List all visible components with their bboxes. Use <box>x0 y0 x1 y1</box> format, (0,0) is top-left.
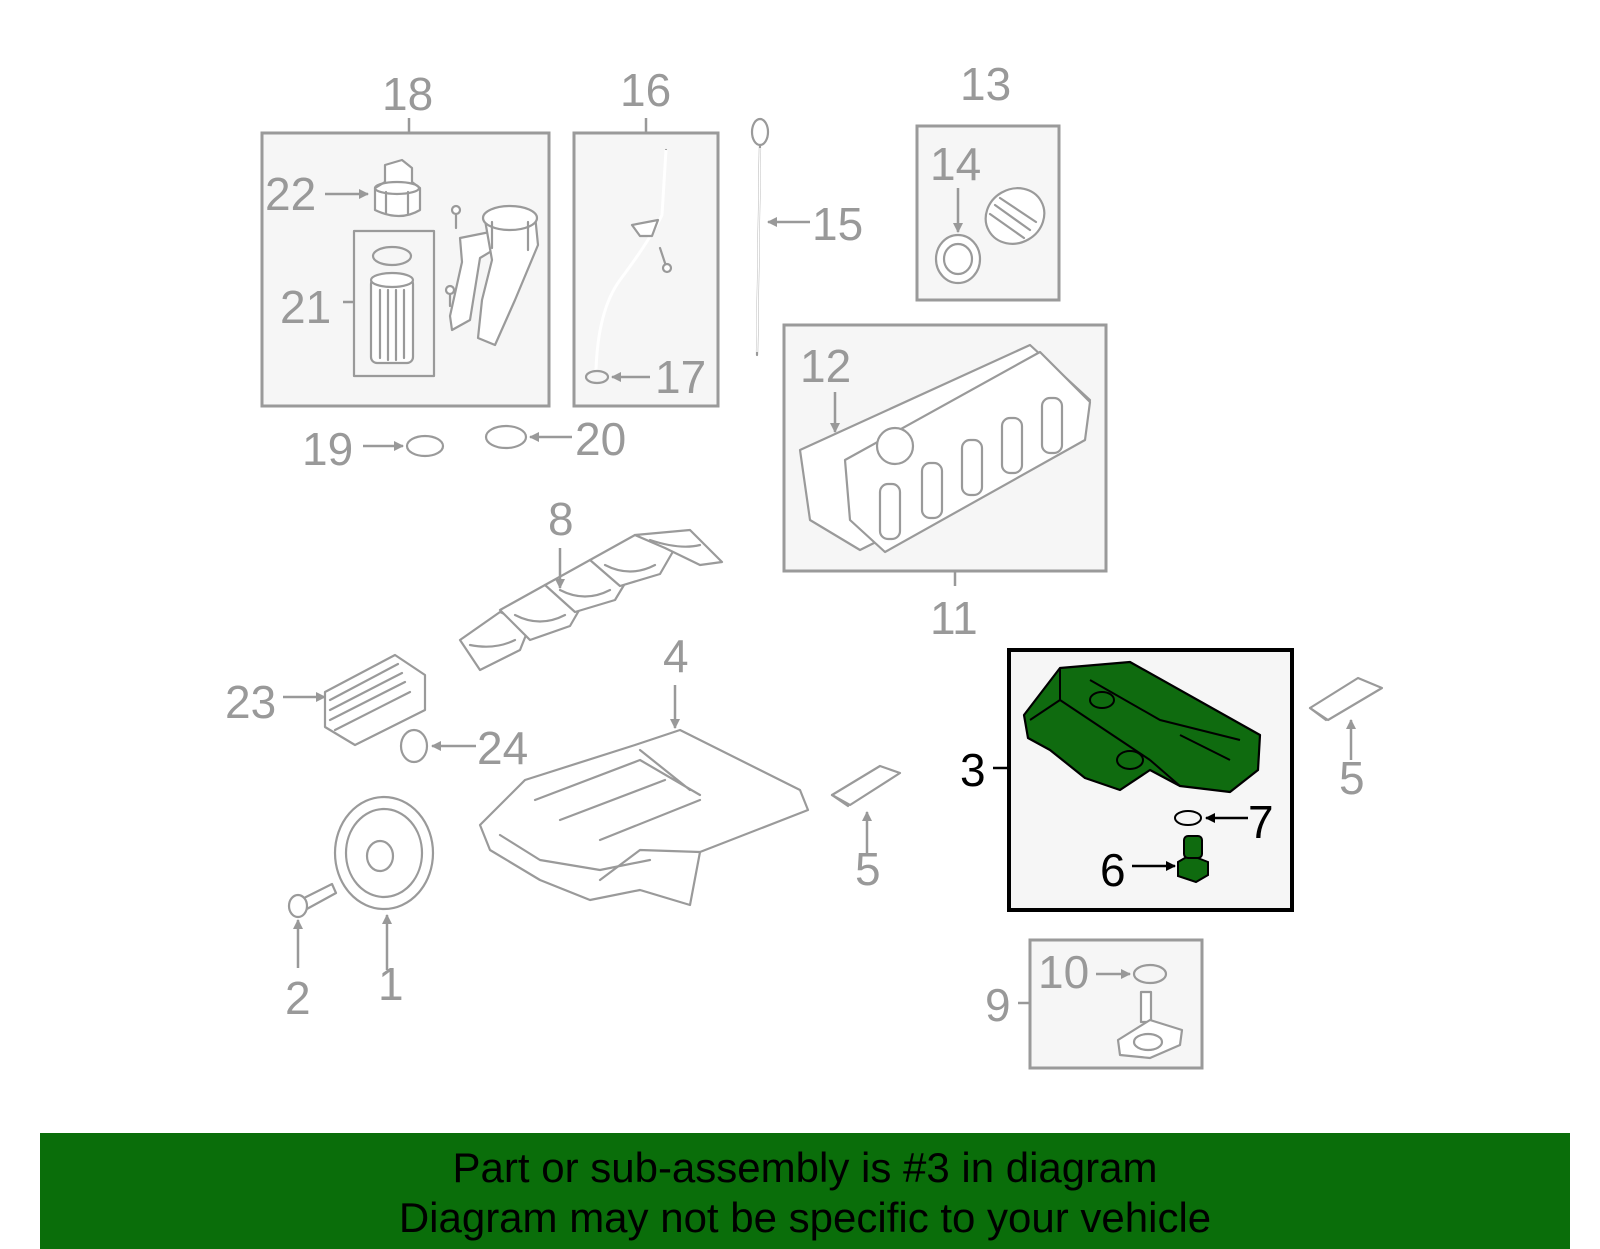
drain-plug-part[interactable] <box>1177 835 1209 884</box>
callout-7[interactable]: 7 <box>1248 796 1274 848</box>
filler-cap-part[interactable] <box>976 178 1055 255</box>
sealant-tube-part-right[interactable] <box>1308 676 1384 722</box>
callout-1[interactable]: 1 <box>378 958 404 1010</box>
callout-20[interactable]: 20 <box>575 413 626 465</box>
filter-cap-part[interactable] <box>373 158 422 218</box>
seal-ring-20-part[interactable] <box>484 424 528 450</box>
sealant-tube-part-left[interactable] <box>830 764 902 808</box>
crank-pulley-part[interactable] <box>333 795 435 911</box>
callout-13[interactable]: 13 <box>960 58 1011 110</box>
callout-5a[interactable]: 5 <box>855 843 881 895</box>
callout-10[interactable]: 10 <box>1038 946 1089 998</box>
callout-23[interactable]: 23 <box>225 676 276 728</box>
callout-9[interactable]: 9 <box>985 979 1011 1031</box>
callout-4[interactable]: 4 <box>663 630 689 682</box>
oil-cooler-part[interactable] <box>323 653 427 747</box>
callout-21[interactable]: 21 <box>280 281 331 333</box>
callout-17[interactable]: 17 <box>655 351 706 403</box>
dipstick-tube-group: 16 17 <box>572 64 720 408</box>
callout-22[interactable]: 22 <box>265 168 316 220</box>
bearing-set-part[interactable] <box>458 528 724 672</box>
callout-8[interactable]: 8 <box>548 493 574 545</box>
pulley-bolt-part[interactable] <box>287 882 338 919</box>
seal-ring-19-part[interactable] <box>405 434 445 458</box>
sensor-seal-part[interactable] <box>1132 963 1168 985</box>
dipstick-part[interactable] <box>750 117 770 357</box>
drain-plug-seal-part[interactable] <box>1174 810 1202 826</box>
callout-24[interactable]: 24 <box>477 722 528 774</box>
filler-seal-part[interactable] <box>934 233 982 285</box>
callout-16[interactable]: 16 <box>620 64 671 116</box>
box-16 <box>572 131 720 408</box>
callout-15[interactable]: 15 <box>812 198 863 250</box>
callout-19[interactable]: 19 <box>302 423 353 475</box>
valve-cover-part[interactable] <box>843 350 1092 554</box>
footer-line-1: Part or sub-assembly is #3 in diagram <box>452 1144 1158 1191</box>
oil-filter-housing-group: 18 22 21 <box>260 68 626 475</box>
cooler-seal-part[interactable] <box>399 728 429 764</box>
callout-11[interactable]: 11 <box>930 592 978 644</box>
box-21 <box>352 229 436 378</box>
oil-level-sensor-part[interactable] <box>1116 990 1184 1060</box>
filter-housing-part[interactable] <box>444 204 540 347</box>
callout-3[interactable]: 3 <box>960 744 986 796</box>
callout-12[interactable]: 12 <box>800 340 851 392</box>
filter-element-part[interactable] <box>369 245 415 365</box>
footer-banner: Part or sub-assembly is #3 in diagram Di… <box>40 1133 1570 1249</box>
filler-cap-group: 13 14 <box>915 58 1061 302</box>
oil-pan-group: 3 7 6 <box>960 648 1294 912</box>
oil-level-sensor-group: 9 10 <box>985 938 1204 1070</box>
dipstick-tube-part[interactable] <box>584 148 673 385</box>
valve-cover-group: 11 12 <box>782 323 1108 644</box>
lower-crankcase-part[interactable] <box>478 728 810 907</box>
callout-6[interactable]: 6 <box>1100 844 1126 896</box>
callout-14[interactable]: 14 <box>930 138 981 190</box>
callout-2[interactable]: 2 <box>285 972 311 1024</box>
callout-18[interactable]: 18 <box>382 68 433 120</box>
callout-5b[interactable]: 5 <box>1339 752 1365 804</box>
footer-line-2: Diagram may not be specific to your vehi… <box>398 1194 1212 1241</box>
oil-pan-part-highlighted[interactable] <box>1022 660 1262 794</box>
